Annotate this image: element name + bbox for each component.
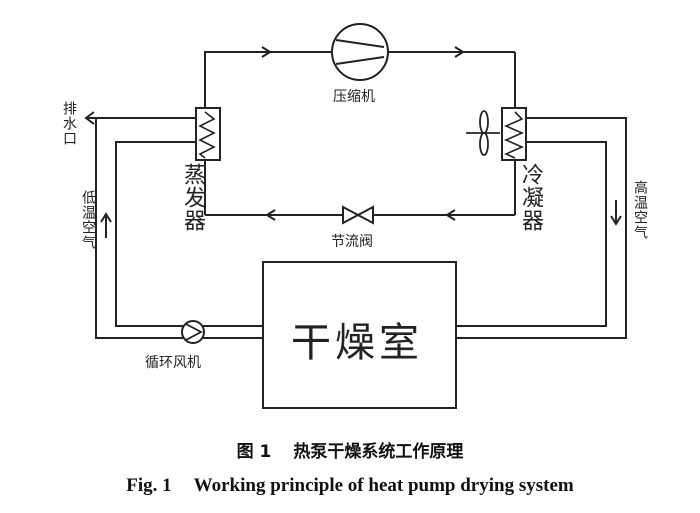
exhaust-port-label: 排水口 — [61, 101, 77, 146]
throttle-valve-icon — [342, 205, 374, 225]
drying-room-box — [262, 261, 457, 409]
evaporator-icon — [195, 107, 221, 161]
drying-room-label: 干燥室 — [291, 320, 423, 366]
figure-caption-en: Fig. 1 Working principle of heat pump dry… — [0, 475, 700, 497]
caption-cn-number: 图 1 — [236, 442, 272, 462]
low-temp-air-label: 低温空气 — [80, 190, 96, 250]
compressor-label: 压缩机 — [333, 89, 375, 105]
throttle-valve-label: 节流阀 — [331, 234, 373, 250]
exhaust-arrow-icon — [84, 111, 196, 125]
caption-en-text: Working principle of heat pump drying sy… — [193, 475, 574, 496]
heat-pump-diagram — [84, 23, 627, 409]
high-temp-air-label: 高温空气 — [632, 180, 648, 240]
figure-caption-cn: 图 1 热泵干燥系统工作原理 — [0, 437, 700, 462]
condenser-label: 冷凝器 — [518, 163, 543, 232]
condenser-icon — [501, 107, 527, 161]
circulation-fan-icon — [181, 320, 205, 344]
compressor-icon — [331, 23, 389, 81]
caption-en-number: Fig. 1 — [126, 475, 172, 496]
air-flow-arrow-icons — [100, 200, 622, 238]
caption-cn-text: 热泵干燥系统工作原理 — [293, 442, 464, 462]
flow-arrow-icons — [261, 46, 465, 221]
condenser-fan-icon — [466, 110, 500, 156]
circulation-fan-label: 循环风机 — [145, 355, 201, 371]
refrigerant-top-line — [204, 51, 332, 112]
evaporator-label: 蒸发器 — [180, 163, 205, 232]
